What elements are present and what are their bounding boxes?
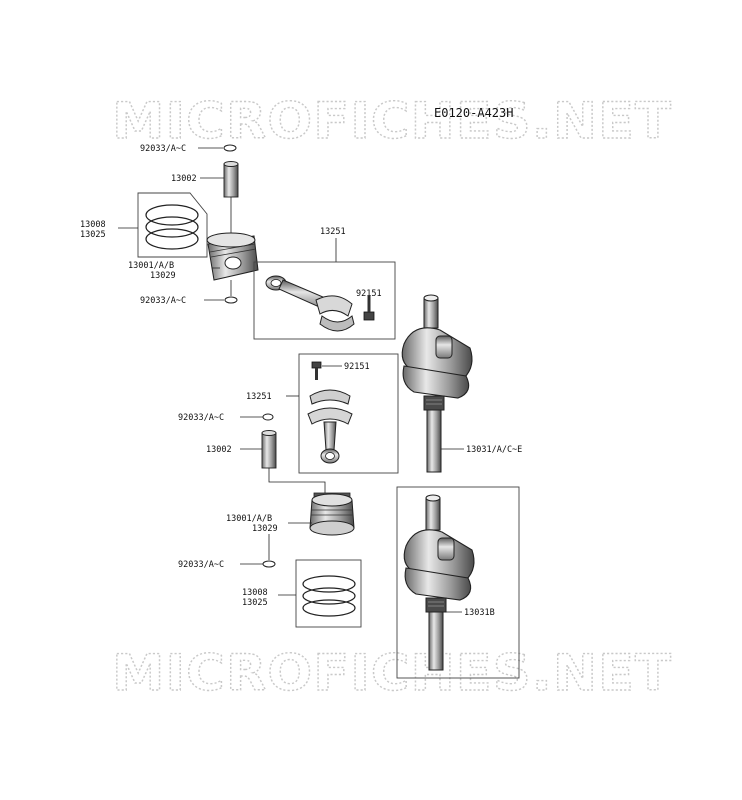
rod-box-2 [298, 353, 399, 474]
label-rings-1-a: 13008 [80, 220, 106, 230]
circlip-icon [223, 144, 237, 152]
connecting-rod-icon [265, 275, 355, 332]
piston-icon [309, 492, 355, 536]
label-rings-1-b: 13025 [80, 230, 106, 240]
watermark-bottom: MICROFICHES.NET [112, 644, 672, 702]
diagram-code: E0120-A423H [434, 106, 513, 120]
piston-pin-icon [261, 430, 277, 469]
rings-box-2 [295, 559, 362, 628]
label-piston-1-a: 13001/A/B [128, 261, 174, 271]
connecting-rod-icon [307, 389, 353, 464]
label-rod-2: 13251 [246, 392, 272, 402]
rod-box-1 [253, 261, 396, 340]
label-crank-2: 13031B [464, 608, 495, 618]
circlip-icon [262, 413, 274, 421]
label-clip-top-2: 92033/A~C [178, 413, 224, 423]
label-crank-1: 13031/A/C~E [466, 445, 522, 455]
label-rod-1: 13251 [320, 227, 346, 237]
label-clip-bottom-1: 92033/A~C [140, 296, 186, 306]
label-piston-1-b: 13029 [150, 271, 176, 281]
label-piston-2-a: 13001/A/B [226, 514, 272, 524]
piston-pin-icon [223, 161, 239, 198]
label-pin-1: 13002 [171, 174, 197, 184]
bolt-icon [311, 361, 322, 380]
circlip-icon [224, 296, 238, 304]
crankshaft-icon [403, 494, 475, 671]
label-clip-bottom-2: 92033/A~C [178, 560, 224, 570]
circlip-icon [262, 560, 276, 568]
watermark-top: MICROFICHES.NET [112, 92, 672, 150]
label-rings-2-b: 13025 [242, 598, 268, 608]
piston-icon [206, 232, 259, 281]
piston-rings-icon [145, 204, 199, 250]
crankshaft-icon [401, 294, 473, 473]
label-bolt-2: 92151 [344, 362, 370, 372]
crank-box-2 [396, 486, 520, 679]
label-rings-2-a: 13008 [242, 588, 268, 598]
label-piston-2-b: 13029 [252, 524, 278, 534]
label-bolt-1: 92151 [356, 289, 382, 299]
label-pin-2: 13002 [206, 445, 232, 455]
rings-box-1 [137, 192, 208, 258]
label-clip-top-1: 92033/A~C [140, 144, 186, 154]
piston-rings-icon [302, 575, 356, 617]
